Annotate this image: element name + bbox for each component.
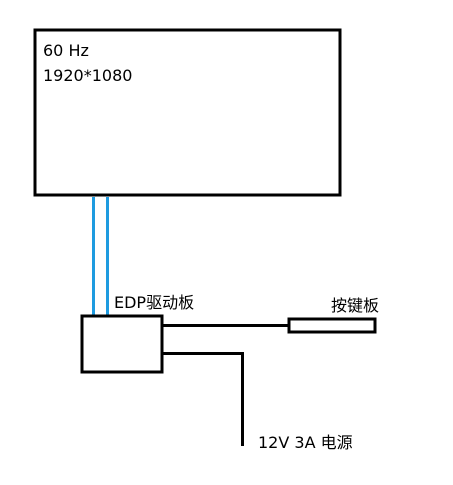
power-supply-label: 12V 3A 电源 — [258, 433, 353, 452]
edp-driver-board-label: EDP驱动板 — [114, 293, 195, 312]
edp-driver-board — [80, 314, 164, 374]
edp-cable — [92, 197, 109, 316]
keypad-board-label: 按键板 — [331, 296, 380, 315]
display-resolution: 1920*1080 — [43, 66, 133, 85]
power-cable — [162, 352, 244, 446]
display-refresh-rate: 60 Hz — [43, 41, 89, 60]
keypad-board — [287, 317, 377, 334]
display-panel — [33, 28, 342, 197]
